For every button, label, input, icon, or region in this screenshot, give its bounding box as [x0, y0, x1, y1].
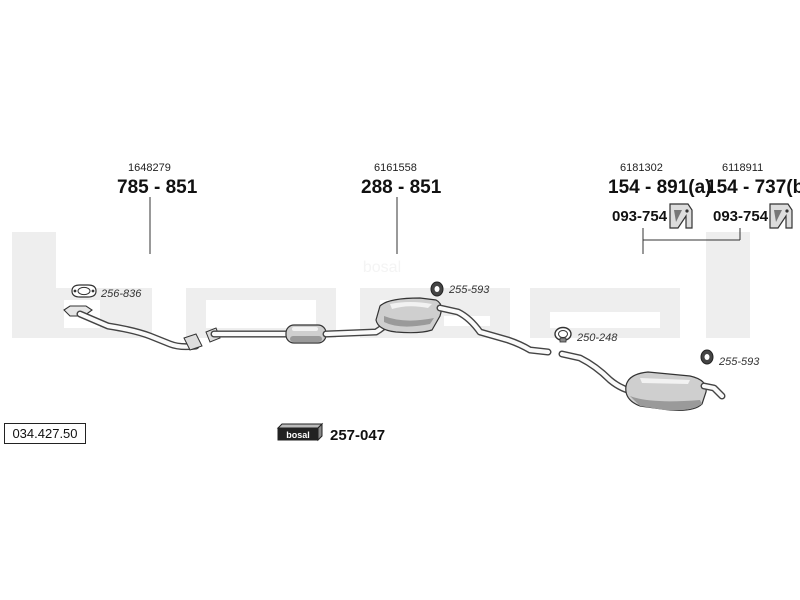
- rubber-mount-icon: [669, 203, 693, 229]
- fitting-ref-1: 256-836: [100, 288, 142, 300]
- part-number-3: 154 - 891(a): [608, 177, 712, 198]
- kit-brand-text: bosal: [286, 430, 310, 440]
- rubber-ring-icon: [700, 349, 714, 365]
- callout-line-3: [642, 228, 741, 254]
- watermark-text: bosal: [363, 259, 401, 276]
- rear-pipe-silencer: [558, 350, 726, 411]
- oem-number-2: 6161558: [374, 162, 417, 174]
- centre-silencer: [375, 297, 442, 334]
- rubber-ring-icon: [430, 281, 444, 297]
- front-pipe: [63, 305, 203, 351]
- front-silencer: [285, 324, 327, 344]
- mount-number-3: 093-754: [612, 208, 668, 225]
- oem-number-4: 6118911: [722, 162, 763, 174]
- fitting-ref-4: 255-593: [718, 356, 760, 368]
- kit-box-icon: bosal: [276, 422, 324, 442]
- middle-pipe-silencer: [205, 297, 552, 356]
- mount-number-4: 093-754: [713, 208, 769, 225]
- kit-part-number: 257-047: [330, 427, 385, 444]
- oem-number-3: 6181302: [620, 162, 663, 174]
- oem-number-1: 1648279: [128, 162, 171, 174]
- fitting-ref-3: 250-248: [576, 332, 618, 344]
- part-number-1: 785 - 851: [117, 177, 198, 198]
- part-number-4: 154 - 737(b): [706, 177, 800, 198]
- catalog-number: 034.427.50: [4, 423, 86, 444]
- fitting-ref-2: 255-593: [448, 284, 490, 296]
- rubber-mount-icon: [769, 203, 793, 229]
- rear-silencer: [625, 371, 707, 411]
- pipe-clamp-icon: [554, 326, 572, 343]
- part-number-2: 288 - 851: [361, 177, 442, 198]
- gasket-icon: [71, 284, 97, 298]
